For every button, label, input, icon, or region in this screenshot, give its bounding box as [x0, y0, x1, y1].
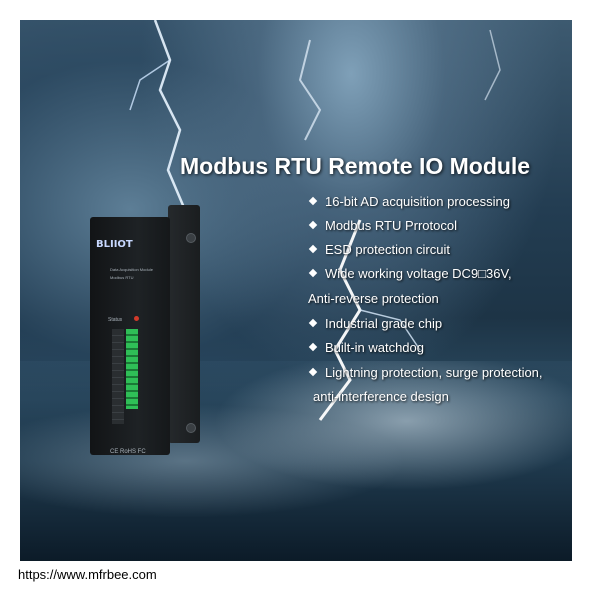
lightning-bolt-right-branch	[359, 309, 421, 351]
feature-item: Built-in watchdog	[308, 340, 424, 355]
feature-item: Industrial grade chip	[308, 316, 442, 331]
feature-item: 16-bit AD acquisition processing	[308, 194, 510, 209]
device-brand-logo: BLIIOT	[96, 239, 133, 250]
feature-item-continued: Anti-reverse protection	[308, 291, 439, 306]
status-led	[134, 316, 139, 321]
banner-image: BLIIOT Data Acquisition Module Modbus RT…	[20, 20, 572, 561]
lightning-bolt-left-branch	[129, 59, 171, 111]
lightning-bolt-center	[298, 39, 322, 141]
feature-item: Modbus RTU Prrotocol	[308, 218, 457, 233]
certification-marks: CE RoHS FC	[110, 449, 146, 455]
bullet-diamond-icon	[308, 268, 318, 278]
device-model-line1: Data Acquisition Module	[110, 267, 153, 272]
feature-item: Wide working voltage DC9□36V,	[308, 266, 512, 281]
product-title: Modbus RTU Remote IO Module	[180, 153, 531, 179]
lightning-bolt-far-right	[484, 29, 501, 101]
bullet-diamond-icon	[308, 318, 318, 328]
bullet-diamond-icon	[308, 244, 318, 254]
io-module-device: BLIIOT Data Acquisition Module Modbus RT…	[90, 205, 200, 455]
bullet-diamond-icon	[308, 220, 318, 230]
screw-top	[186, 233, 196, 243]
feature-item-continued: anti-interference design	[313, 389, 449, 404]
lightning-bolts	[129, 20, 501, 421]
bullet-diamond-icon	[308, 367, 318, 377]
source-url: https://www.mfrbee.com	[18, 567, 157, 582]
lightning-bolt-left	[153, 20, 187, 211]
status-label: Status	[108, 317, 123, 323]
device-front-panel: BLIIOT Data Acquisition Module Modbus RT…	[90, 217, 170, 455]
feature-item: ESD protection circuit	[308, 242, 450, 257]
bullet-diamond-icon	[308, 342, 318, 352]
terminal-labels	[112, 329, 124, 424]
device-side-panel	[168, 205, 200, 443]
green-terminal-block	[126, 329, 138, 409]
lightning-bolt-right	[318, 219, 362, 421]
device-model-line2: Modbus RTU	[110, 275, 134, 280]
screw-bottom	[186, 423, 196, 433]
bullet-diamond-icon	[308, 196, 318, 206]
feature-item: Lightning protection, surge protection,	[308, 365, 543, 380]
